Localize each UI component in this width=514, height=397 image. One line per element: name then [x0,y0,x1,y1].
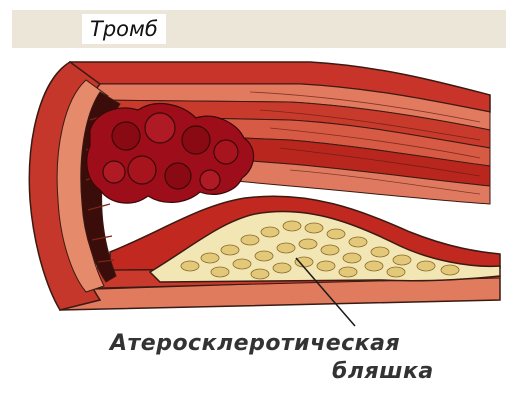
plaque-label-line1: Атеросклеротическая [100,330,460,358]
plaque-label: Атеросклеротическая бляшка [100,330,460,386]
plaque-label-line2: бляшка [100,358,460,386]
